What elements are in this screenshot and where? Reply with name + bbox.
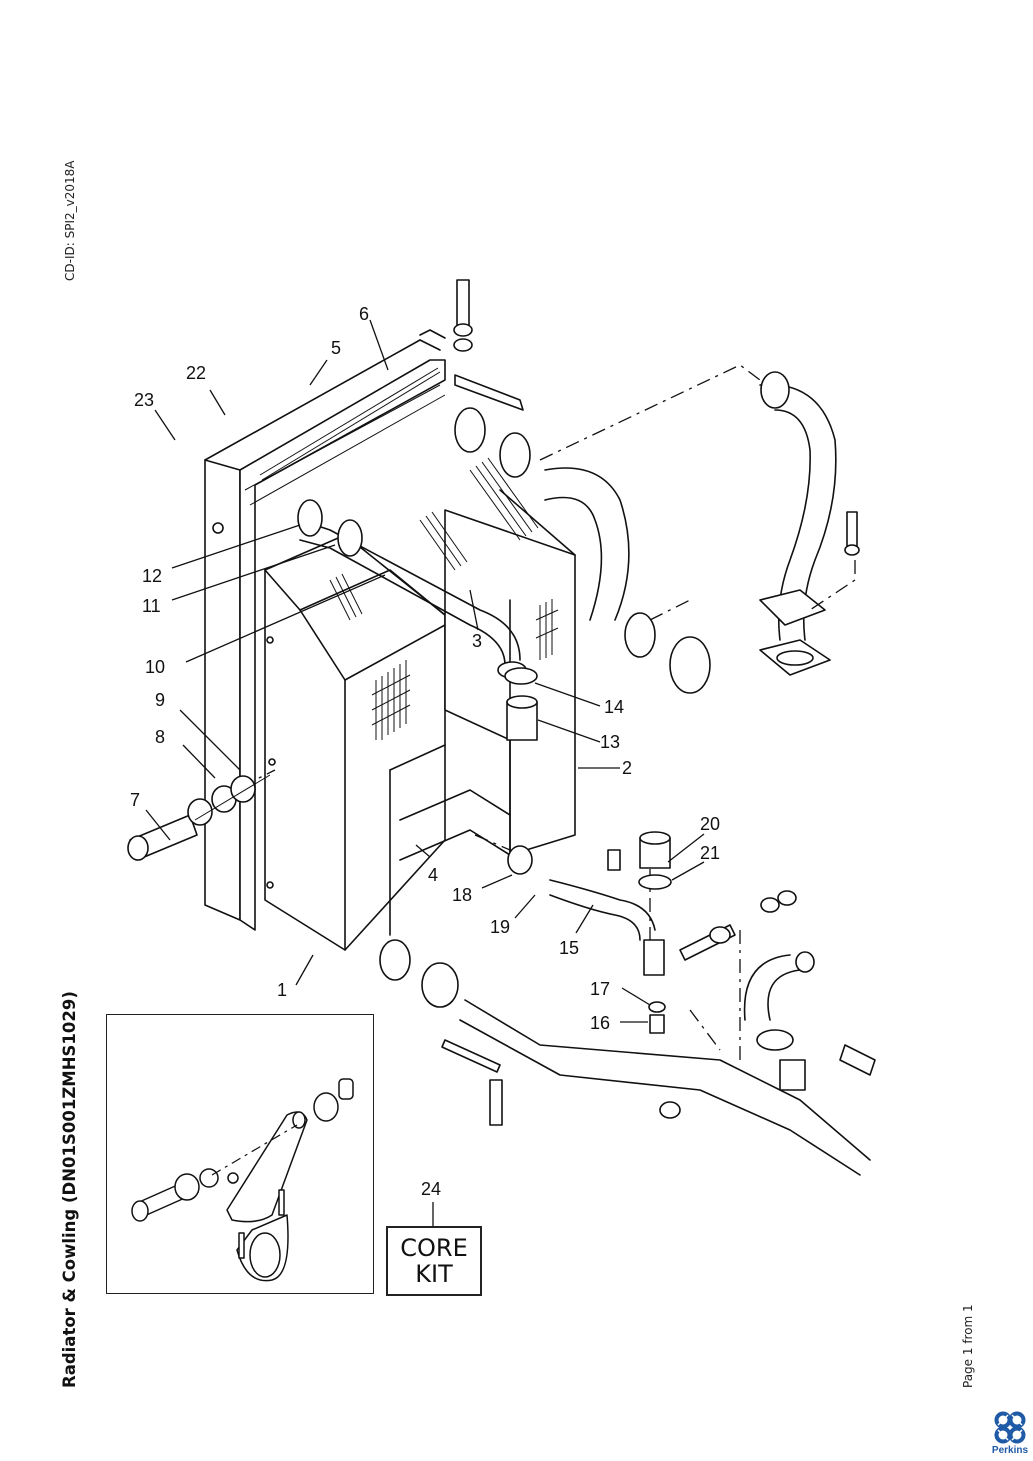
callout-12: 12 [142,566,163,586]
callout-6: 6 [359,304,370,324]
callout-10: 10 [145,657,166,677]
callout-17: 17 [590,979,611,999]
bolt-7-washers [127,774,271,861]
callout-24: 24 [421,1179,442,1199]
elbow-pipe-assembly [743,951,876,1091]
callout-20: 20 [700,814,721,834]
callout-5: 5 [331,338,342,358]
leader-lines [145,319,705,1226]
core-kit-label-box: CORE KIT [386,1226,482,1296]
top-tank [259,367,441,481]
upper-outlet-pipe [454,407,711,694]
callout-21: 21 [700,843,721,863]
callout-8: 8 [155,727,166,747]
core-kit-line2: KIT [415,1260,453,1288]
callout-1: 1 [277,980,288,1000]
callout-15: 15 [559,938,580,958]
perkins-wordmark: Perkins [991,1445,1029,1456]
callout-7: 7 [130,790,141,810]
bottom-pipe [379,890,871,1176]
callout-19: 19 [490,917,511,937]
top-bolt-assembly [453,279,524,411]
inset-detail-box [106,1014,374,1294]
callout-9: 9 [155,690,166,710]
callout-18: 18 [452,885,473,905]
far-right-pipe [759,371,860,676]
callout-22: 22 [186,363,207,383]
callout-11: 11 [142,596,161,616]
callout-4: 4 [428,865,439,885]
callout-23: 23 [134,390,155,410]
callout-2: 2 [622,758,633,778]
perkins-emblem-icon [994,1411,1026,1444]
callout-16: 16 [590,1013,611,1033]
bracket-detail-drawing [131,1078,354,1282]
callout-3: 3 [472,631,483,651]
hose-13-clamp-14 [504,667,538,741]
perkins-logo: Perkins [988,1411,1032,1459]
lower-pipe-15 [507,831,672,1034]
callout-14: 14 [604,697,625,717]
callout-13: 13 [600,732,621,752]
core-kit-line1: CORE [400,1233,468,1262]
